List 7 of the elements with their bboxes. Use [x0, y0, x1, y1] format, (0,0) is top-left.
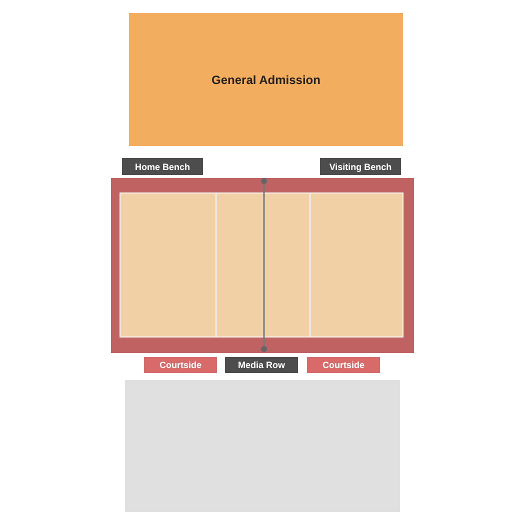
seating-section: [125, 380, 400, 512]
bench-label: Visiting Bench: [320, 158, 401, 175]
seating-section: Courtside: [307, 357, 380, 373]
bench-label: Home Bench: [122, 158, 203, 175]
seating-section: General Admission: [129, 13, 403, 146]
seating-section: Courtside: [144, 357, 217, 373]
seating-section: Media Row: [225, 357, 298, 373]
